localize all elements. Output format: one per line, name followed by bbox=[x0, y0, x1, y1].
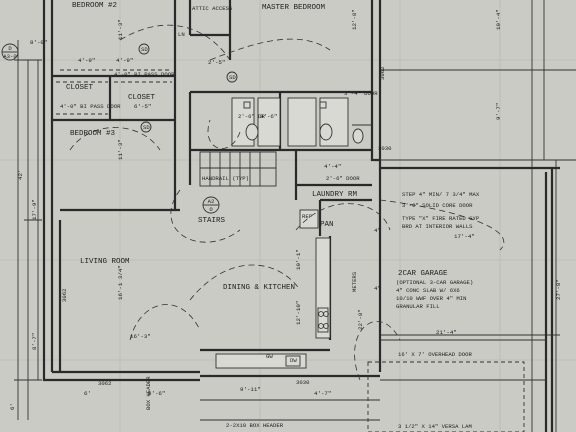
section-marker bbox=[1, 43, 19, 61]
room-label-living: LIVING ROOM bbox=[80, 258, 130, 266]
exterior-walls bbox=[42, 0, 560, 432]
room-label-bedroom3: BEDROOM #3 bbox=[70, 130, 116, 138]
dimension-text: 6'-5" bbox=[134, 103, 151, 110]
window-label-4: 3030 bbox=[296, 379, 310, 386]
dimension-text: 4'-4" bbox=[324, 163, 341, 170]
smoke-detector-label-2: SD bbox=[229, 74, 236, 81]
dimension-text: 8'-7" bbox=[31, 333, 38, 350]
meters-label: METERS bbox=[351, 271, 358, 292]
box-header-vertical: BOX HEADER bbox=[145, 376, 152, 410]
right-dimension-lines bbox=[380, 0, 576, 432]
dimension-text: 16'-1 3/4" bbox=[117, 265, 124, 300]
left-dimension-lines bbox=[14, 40, 42, 420]
dimension-text: 10'-1" bbox=[295, 249, 302, 270]
closet-rods bbox=[56, 69, 172, 115]
kitchen-fixtures bbox=[215, 209, 331, 369]
dimension-text: 12'-8" bbox=[351, 9, 358, 30]
bipass-door-2: 4'-0" BI PASS DOOR bbox=[60, 103, 121, 110]
garage-note-3: 10/10 WWF OVER 4" MIN bbox=[396, 295, 467, 302]
dimension-text: 22'-8" bbox=[357, 309, 364, 330]
room-label-closet2: CLOSET bbox=[128, 94, 156, 102]
dimension-text: 4'-7" bbox=[314, 390, 331, 397]
dimension-text: 12'-10" bbox=[295, 301, 302, 325]
dimension-text: 4'-9" bbox=[78, 57, 95, 64]
dimension-text: 27'-8" bbox=[555, 279, 562, 300]
smoke-detector-label-1: SD bbox=[141, 46, 148, 53]
dimension-text: 11'-3" bbox=[117, 19, 124, 40]
garage-elements bbox=[200, 339, 546, 432]
dimension-text: 2'-5" bbox=[208, 59, 225, 66]
door-label-1: 3'-4" DOOR bbox=[344, 90, 378, 97]
stairs-marker-top: A2 bbox=[208, 198, 215, 205]
attic-access-label: ATTIC ACCESS bbox=[192, 5, 233, 12]
dimension-text: 9'-11" bbox=[240, 386, 261, 393]
dimension-text: 8'-6" bbox=[148, 390, 165, 397]
smoke-detector-icon bbox=[226, 71, 238, 83]
dishwasher-label: DW bbox=[290, 357, 297, 364]
refrigerator-label: REF bbox=[302, 213, 312, 220]
section-marker-sheet: A3-0 bbox=[3, 53, 17, 60]
wiring-arcs bbox=[69, 24, 505, 381]
room-label-master: MASTER BEDROOM bbox=[262, 4, 326, 12]
dimension-text: 4" bbox=[374, 285, 381, 292]
garage-title: 2CAR GARAGE bbox=[398, 270, 448, 278]
dimension-text: 42' bbox=[17, 170, 24, 180]
door-note: 3'-0" SOLID CORE DOOR bbox=[402, 202, 473, 209]
bath-fixtures bbox=[231, 97, 372, 147]
smoke-detector-icon bbox=[140, 121, 152, 133]
window-label-5: 3030 bbox=[378, 145, 392, 152]
dimension-text: 21'-4" bbox=[436, 329, 457, 336]
stair-treads bbox=[199, 151, 277, 187]
linen-label: LN bbox=[178, 31, 185, 38]
dimension-text: 17'-4" bbox=[454, 233, 475, 240]
dimension-text: 10'-4" bbox=[495, 9, 502, 30]
door-label-2: 2'-6" DR bbox=[238, 113, 265, 120]
gyp-note-2: BRD AT INTERIOR WALLS bbox=[402, 223, 473, 230]
dimension-text: 8'-0" bbox=[30, 39, 47, 46]
versa-lam-label: 3 1/2" X 14" VERSA LAM bbox=[398, 423, 472, 430]
door-label-3: 2'-6" DOOR bbox=[326, 175, 360, 182]
room-label-laundry: LAUNDRY RM bbox=[312, 191, 358, 199]
garbage-label: GW bbox=[266, 353, 273, 360]
gyp-note-1: TYPE "X" FIRE RATED GYP bbox=[402, 215, 480, 222]
dimension-text: 17'-9" bbox=[31, 199, 38, 220]
garage-note-4: GRANULAR FILL bbox=[396, 303, 440, 310]
window-label-1: 3062 bbox=[61, 289, 68, 302]
dimension-text: 6' bbox=[84, 390, 91, 397]
window-label-3: 3062 bbox=[98, 380, 111, 387]
smoke-detector-icon bbox=[138, 43, 150, 55]
stairs-marker bbox=[202, 196, 220, 214]
dimension-text: 4" bbox=[374, 227, 381, 234]
dimension-text: 4'-9" bbox=[116, 57, 133, 64]
step-note: STEP 4" MIN/ 7 3/4" MAX bbox=[402, 191, 480, 198]
dimension-text: 9'-7" bbox=[495, 103, 502, 120]
dimension-text: 6' bbox=[9, 403, 16, 410]
stairs-marker-bottom: O bbox=[209, 206, 213, 213]
room-label-stairs: STAIRS bbox=[198, 217, 226, 225]
room-label-pan: PAN bbox=[320, 221, 334, 229]
garage-note-1: (OPTIONAL 3-CAR GARAGE) bbox=[396, 279, 473, 286]
room-label-dining: DINING & KITCHEN bbox=[223, 284, 295, 292]
box-header-note: 2-2X10 BOX HEADER bbox=[226, 422, 284, 429]
handrail-label: HANDRAIL (TYP) bbox=[202, 175, 249, 182]
dimension-text: 16'-3" bbox=[130, 333, 151, 340]
dimension-text: 8'-6" bbox=[260, 113, 277, 120]
overhead-door-label: 16' X 7' OVERHEAD DOOR bbox=[398, 351, 472, 358]
bipass-door-1: 4'-0" BI PASS DOOR bbox=[114, 71, 175, 78]
room-label-closet1: CLOSET bbox=[66, 84, 94, 92]
room-label-bedroom2: BEDROOM #2 bbox=[72, 2, 117, 10]
garage-note-2: 4" CONC SLAB W/ 6X6 bbox=[396, 287, 460, 294]
window-label-2: 3062 bbox=[379, 67, 386, 80]
section-marker-letter: D bbox=[8, 45, 12, 52]
smoke-detector-label-3: SD bbox=[143, 124, 150, 131]
dimension-text: 11'-3" bbox=[117, 139, 124, 160]
